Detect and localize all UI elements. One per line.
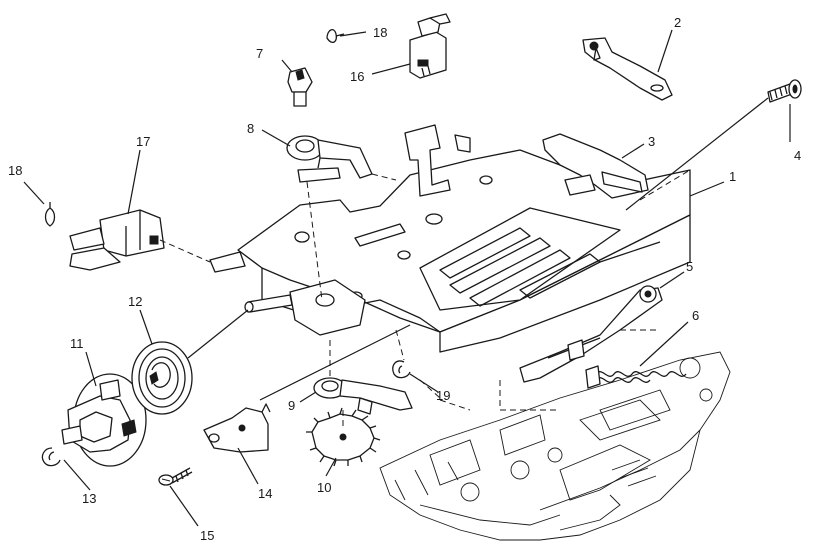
- callout-18-left: 18: [8, 163, 22, 178]
- part-14-mounting-plate: [203, 403, 271, 453]
- callout-16: 16: [350, 69, 364, 84]
- part-17-switch: [69, 209, 165, 271]
- callout-8: 8: [247, 121, 254, 136]
- callout-10: 10: [317, 480, 331, 495]
- part-12-spring-ring: [131, 341, 193, 415]
- part-11-spool: [61, 373, 147, 467]
- part-8-pivot-arm: [286, 135, 373, 183]
- callout-13: 13: [82, 491, 96, 506]
- part-19-e-clip: [392, 360, 411, 379]
- callout-15: 15: [200, 528, 214, 543]
- callout-17: 17: [136, 134, 150, 149]
- callout-12: 12: [128, 294, 142, 309]
- part-5-slide-arm: [519, 285, 663, 383]
- part-1-main-frame: [209, 124, 691, 353]
- part-4-screw: [767, 79, 802, 103]
- part-18-lamp-upper: [326, 29, 345, 43]
- part-6-spring: [585, 365, 687, 389]
- part-13-e-clip: [41, 447, 61, 467]
- callout-2: 2: [674, 15, 681, 30]
- callout-6: 6: [692, 308, 699, 323]
- part-16-switch: [409, 13, 451, 79]
- assembly-lines: [159, 97, 769, 430]
- callout-3: 3: [648, 134, 655, 149]
- background-carriage-mechanism: [379, 351, 731, 541]
- callout-4: 4: [794, 148, 801, 163]
- callout-1: 1: [729, 169, 736, 184]
- part-9-pivot-arm: [313, 377, 413, 415]
- callout-14: 14: [258, 486, 272, 501]
- callout-11: 11: [70, 336, 84, 351]
- callout-5: 5: [686, 259, 693, 274]
- part-7-connector-pin: [287, 67, 313, 107]
- part-18-lamp-left: [44, 202, 56, 227]
- leader-lines: [23, 29, 791, 527]
- callout-19: 19: [436, 388, 450, 403]
- callout-labels: 1 2 3 4 5 6 7 8 9 10 11 12 13 14 15 16 1…: [8, 15, 801, 543]
- part-10-gear: [306, 407, 381, 467]
- part-2-lever: [582, 37, 673, 101]
- callout-7: 7: [256, 46, 263, 61]
- part-3-bracket: [542, 133, 649, 199]
- callout-9: 9: [288, 398, 295, 413]
- part-15-screw: [158, 467, 193, 486]
- callout-18-upper: 18: [373, 25, 387, 40]
